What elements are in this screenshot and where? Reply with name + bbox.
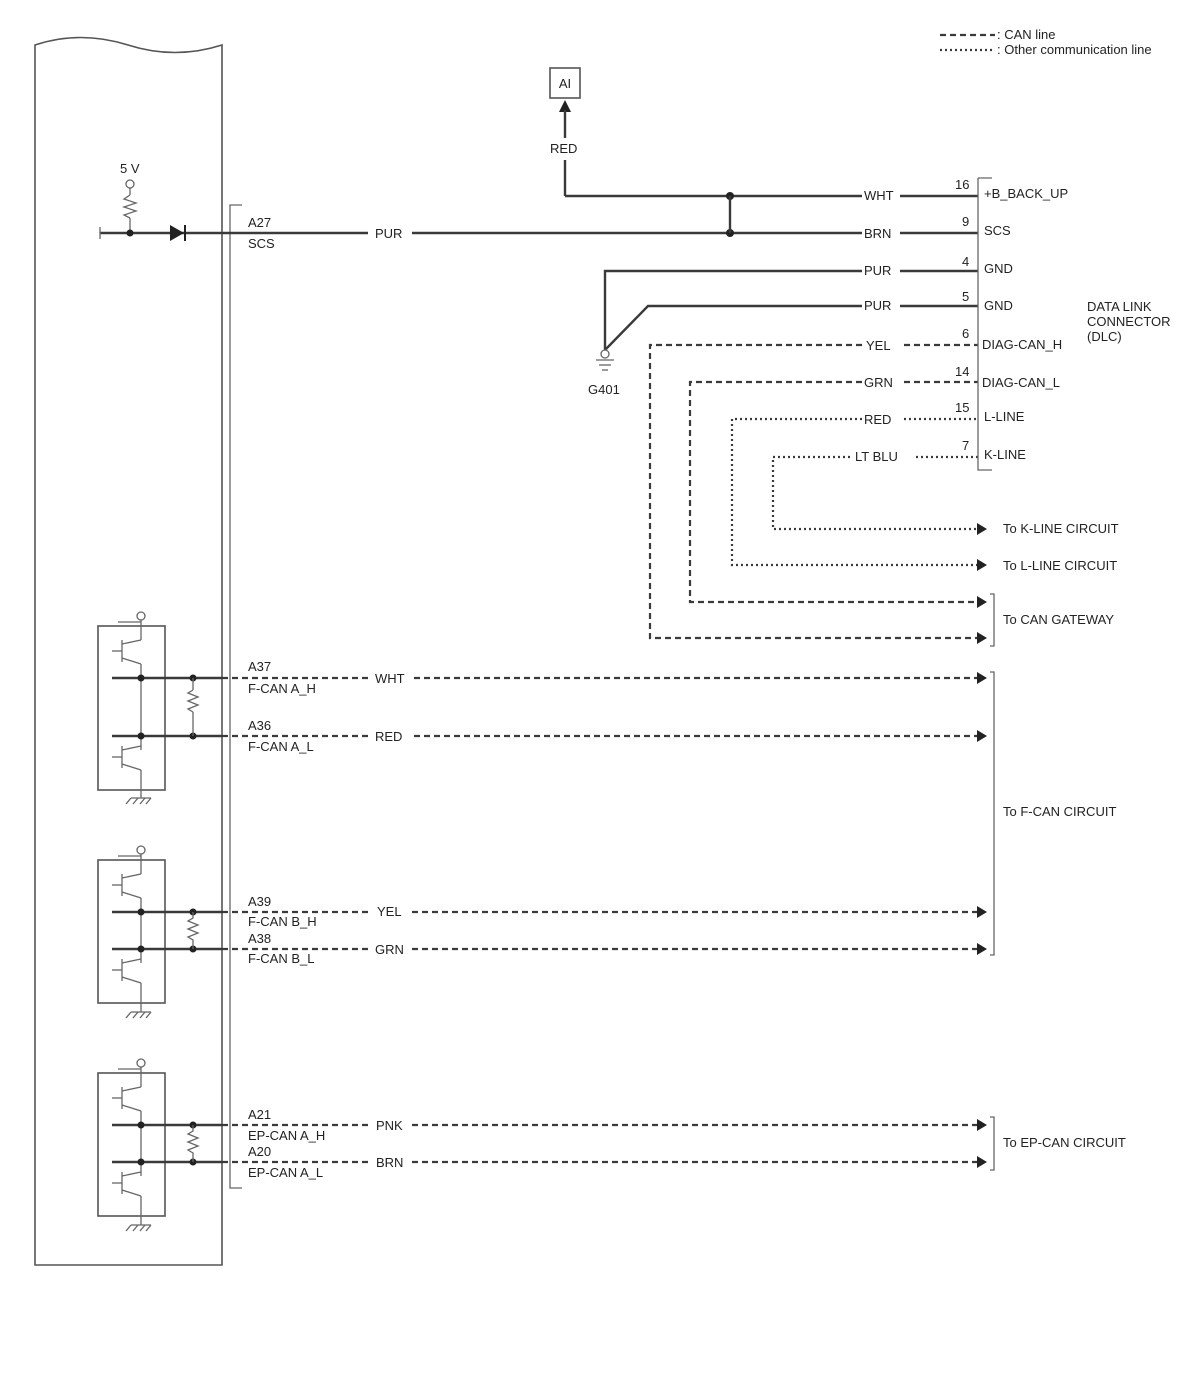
dlc-pin-5: 5 bbox=[962, 289, 969, 304]
ai-wire-color: RED bbox=[550, 141, 577, 156]
dlc-label-line1: DATA LINK bbox=[1087, 299, 1152, 314]
wire-color-scs-ecu: PUR bbox=[375, 226, 402, 241]
diode-icon bbox=[170, 225, 184, 241]
supply-terminal-icon bbox=[125, 179, 135, 189]
wire-color-gnd5: PUR bbox=[864, 298, 891, 313]
ground-wires: PUR PUR G401 bbox=[588, 263, 978, 397]
f-can-b-transceiver-icon bbox=[97, 845, 222, 1019]
dlc-pin-name-l-line: L-LINE bbox=[984, 409, 1025, 424]
ep-can-h-arrow-icon bbox=[977, 1119, 987, 1131]
supply-voltage-label: 5 V bbox=[120, 161, 140, 176]
destinations: To K-LINE CIRCUIT To L-LINE CIRCUIT To C… bbox=[990, 521, 1126, 1171]
ai-box bbox=[549, 67, 581, 99]
wire-color-gnd4: PUR bbox=[864, 263, 891, 278]
terminal-pin-a21: A21 bbox=[248, 1107, 271, 1122]
dest-k-line: To K-LINE CIRCUIT bbox=[1003, 521, 1119, 536]
ground-label: G401 bbox=[588, 382, 620, 397]
ep-can-l-arrow-icon bbox=[977, 1156, 987, 1168]
connector-bracket bbox=[229, 204, 242, 1189]
dlc-pin-4: 4 bbox=[962, 254, 969, 269]
dlc-pin-16: 16 bbox=[955, 177, 969, 192]
wire-color-backup: WHT bbox=[864, 188, 894, 203]
ai-box-label: AI bbox=[559, 76, 571, 91]
terminal-name-ep-can-a-h: EP-CAN A_H bbox=[248, 1128, 325, 1143]
dest-l-line: To L-LINE CIRCUIT bbox=[1003, 558, 1117, 573]
terminal-pin-a37: A37 bbox=[248, 659, 271, 674]
dlc-pin-name-scs: SCS bbox=[984, 223, 1011, 238]
ep-can-transceiver-icon bbox=[97, 1058, 222, 1232]
gateway-arrow-icon bbox=[977, 632, 987, 644]
dlc-pin-name-backup: +B_BACK_UP bbox=[984, 186, 1068, 201]
wire-color-k-line: LT BLU bbox=[855, 449, 898, 464]
dlc-pin-7: 7 bbox=[962, 438, 969, 453]
diag-lines: YEL GRN RED LT BLU bbox=[648, 338, 987, 644]
dlc-label-line3: (DLC) bbox=[1087, 329, 1122, 344]
wire-color-diag-can-h: YEL bbox=[866, 338, 891, 353]
f-can-b-l-arrow-icon bbox=[977, 943, 987, 955]
terminal-pin-a39: A39 bbox=[248, 894, 271, 909]
wire-color-f-can-b-l: GRN bbox=[375, 942, 404, 957]
wire-color-diag-can-l: GRN bbox=[864, 375, 893, 390]
gateway-arrow-icon bbox=[977, 596, 987, 608]
terminal-name-f-can-b-h: F-CAN B_H bbox=[248, 914, 317, 929]
terminal-name-scs: SCS bbox=[248, 236, 275, 251]
dlc-pin-14: 14 bbox=[955, 364, 969, 379]
dlc-pin-name-k-line: K-LINE bbox=[984, 447, 1026, 462]
legend-other-line-label: : Other communication line bbox=[997, 42, 1152, 57]
ai-arrow-icon bbox=[559, 100, 571, 112]
wire-color-ep-can-a-l: BRN bbox=[376, 1155, 403, 1170]
control-unit-body bbox=[34, 36, 223, 1266]
supply-circuit: 5 V bbox=[99, 161, 222, 241]
legend: : CAN line : Other communication line bbox=[940, 27, 1152, 57]
dlc-label-line2: CONNECTOR bbox=[1087, 314, 1171, 329]
dest-can-gateway: To CAN GATEWAY bbox=[1003, 612, 1114, 627]
wire-color-scs-dlc: BRN bbox=[864, 226, 891, 241]
wire-color-l-line: RED bbox=[864, 412, 891, 427]
terminal-name-ep-can-a-l: EP-CAN A_L bbox=[248, 1165, 323, 1180]
dlc-pin-name-diag-can-l: DIAG-CAN_L bbox=[982, 375, 1060, 390]
terminal-pin-a38: A38 bbox=[248, 931, 271, 946]
wire-color-f-can-a-l: RED bbox=[375, 729, 402, 744]
ground-symbol-icon bbox=[596, 349, 614, 371]
terminal-name-f-can-b-l: F-CAN B_L bbox=[248, 951, 314, 966]
terminal-name-f-can-a-l: F-CAN A_L bbox=[248, 739, 314, 754]
can-bus-wires: A37 F-CAN A_H WHT A36 F-CAN A_L RED A39 … bbox=[222, 659, 987, 1180]
dlc-pin-6: 6 bbox=[962, 326, 969, 341]
terminal-pin-a27: A27 bbox=[248, 215, 271, 230]
terminal-pin-a36: A36 bbox=[248, 718, 271, 733]
dlc-pin-name-gnd4: GND bbox=[984, 261, 1013, 276]
legend-can-line-label: : CAN line bbox=[997, 27, 1056, 42]
terminal-name-f-can-a-h: F-CAN A_H bbox=[248, 681, 316, 696]
dlc-pin-name-gnd5: GND bbox=[984, 298, 1013, 313]
f-can-a-l-arrow-icon bbox=[977, 730, 987, 742]
scs-wire: A27 SCS PUR BRN bbox=[222, 215, 978, 251]
dest-ep-can: To EP-CAN CIRCUIT bbox=[1003, 1135, 1126, 1150]
l-line-arrow-icon bbox=[977, 559, 987, 571]
ai-feed: AI RED WHT bbox=[549, 67, 978, 233]
k-line-arrow-icon bbox=[977, 523, 987, 535]
dest-f-can: To F-CAN CIRCUIT bbox=[1003, 804, 1116, 819]
wire-color-f-can-a-h: WHT bbox=[375, 671, 405, 686]
f-can-b-h-arrow-icon bbox=[977, 906, 987, 918]
dlc-pin-name-diag-can-h: DIAG-CAN_H bbox=[982, 337, 1062, 352]
dlc-pin-9: 9 bbox=[962, 214, 969, 229]
pullup-resistor-icon bbox=[121, 194, 139, 219]
dlc-pin-15: 15 bbox=[955, 400, 969, 415]
dlc-connector: 16 +B_BACK_UP 9 SCS 4 GND 5 GND 6 DIAG-C… bbox=[955, 177, 1171, 471]
wire-color-ep-can-a-h: PNK bbox=[376, 1118, 403, 1133]
wire-color-f-can-b-h: YEL bbox=[377, 904, 402, 919]
terminal-pin-a20: A20 bbox=[248, 1144, 271, 1159]
f-can-a-transceiver-icon bbox=[96, 610, 224, 806]
f-can-a-h-arrow-icon bbox=[977, 672, 987, 684]
